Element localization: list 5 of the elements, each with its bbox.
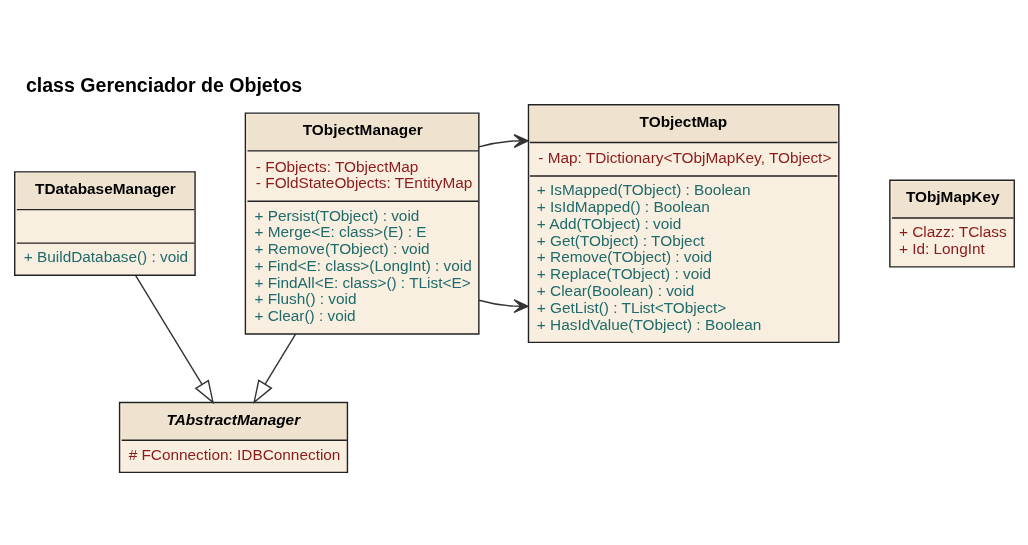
arrow — [134, 274, 214, 405]
arrow — [477, 134, 529, 148]
arrow — [252, 333, 296, 404]
arrow — [477, 299, 529, 314]
diagram-title: class Gerenciador de Objetos — [25, 74, 302, 97]
